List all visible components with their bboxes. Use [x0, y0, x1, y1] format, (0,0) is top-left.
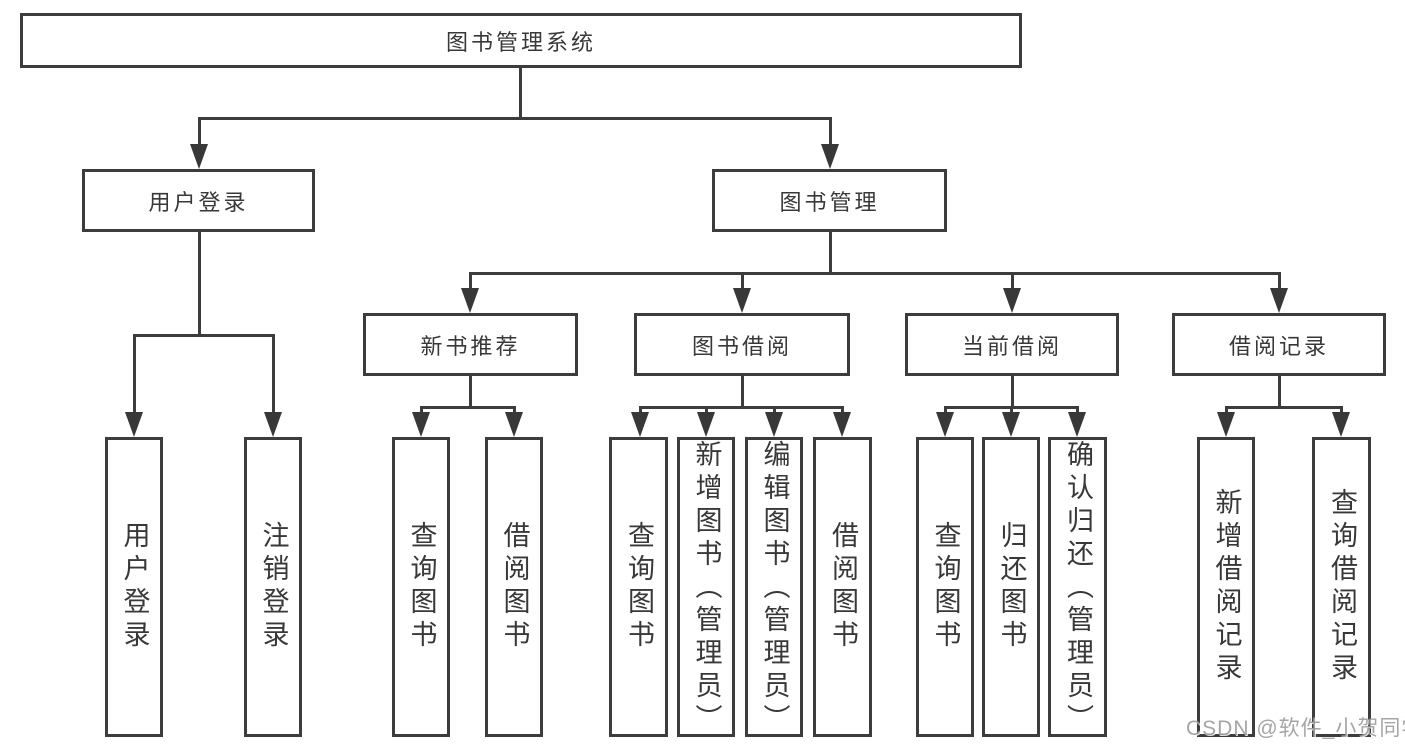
- connector-line: [468, 376, 472, 407]
- connector-line: [271, 335, 275, 414]
- connector-line: [197, 116, 832, 120]
- leaf-recommend-query-book: 查询图书: [392, 437, 450, 737]
- connector-line: [740, 273, 744, 289]
- connector-line: [132, 333, 275, 337]
- leaf-add-borrow-record: 新增借阅记录: [1197, 437, 1255, 737]
- arrow-down-icon: [733, 288, 751, 313]
- arrow-down-icon: [505, 412, 523, 437]
- connector-line: [1075, 407, 1079, 415]
- connector-line: [1339, 407, 1343, 415]
- connector-line: [468, 273, 472, 289]
- connector-line: [943, 407, 947, 415]
- connector-line: [828, 232, 832, 273]
- leaf-add-book-admin: 新增图书（管理员）: [677, 437, 735, 737]
- connector-line: [1009, 407, 1013, 415]
- arrow-down-icon: [1270, 288, 1288, 313]
- connector-line: [840, 407, 844, 415]
- node-borrow-record: 借阅记录: [1172, 313, 1386, 376]
- connector-line: [772, 407, 776, 415]
- node-book-management: 图书管理: [712, 169, 947, 232]
- arrow-down-icon: [1217, 412, 1235, 437]
- arrow-down-icon: [833, 412, 851, 437]
- leaf-edit-book-admin: 编辑图书（管理员）: [745, 437, 803, 737]
- connector-line: [197, 232, 201, 335]
- arrow-down-icon: [765, 412, 783, 437]
- leaf-query-borrow-record: 查询借阅记录: [1312, 437, 1371, 737]
- arrow-down-icon: [697, 412, 715, 437]
- connector-line: [197, 118, 201, 146]
- connector-line: [1224, 407, 1228, 415]
- leaf-confirm-return-admin: 确认归还（管理员）: [1048, 437, 1107, 737]
- arrow-down-icon: [936, 412, 954, 437]
- connector-line: [419, 405, 516, 409]
- node-new-book-recommend: 新书推荐: [363, 313, 578, 376]
- connector-line: [1277, 273, 1281, 289]
- connector-line: [518, 68, 522, 118]
- connector-line: [704, 407, 708, 415]
- connector-line: [1010, 376, 1014, 407]
- leaf-user-login: 用户登录: [105, 437, 163, 737]
- connector-line: [828, 118, 832, 146]
- leaf-borrow-query-book: 查询图书: [609, 437, 668, 737]
- connector-line: [132, 335, 136, 414]
- connector-line: [468, 271, 1281, 275]
- arrow-down-icon: [821, 144, 839, 169]
- leaf-logout: 注销登录: [244, 437, 302, 737]
- leaf-borrow-book: 借阅图书: [813, 437, 872, 737]
- csdn-watermark: CSDN @软件_小贺同学: [1186, 717, 1405, 740]
- arrow-down-icon: [1332, 412, 1350, 437]
- leaf-return-book: 归还图书: [982, 437, 1040, 737]
- node-current-borrow: 当前借阅: [905, 313, 1119, 376]
- arrow-down-icon: [412, 412, 430, 437]
- arrow-down-icon: [461, 288, 479, 313]
- node-user-login: 用户登录: [82, 169, 315, 232]
- connector-line: [638, 405, 844, 409]
- connector-line: [740, 376, 744, 407]
- connector-line: [1010, 273, 1014, 289]
- connector-line: [1224, 405, 1343, 409]
- arrow-down-icon: [125, 412, 143, 437]
- node-book-borrow: 图书借阅: [634, 313, 850, 376]
- node-library-system: 图书管理系统: [20, 13, 1022, 68]
- arrow-down-icon: [631, 412, 649, 437]
- arrow-down-icon: [190, 144, 208, 169]
- arrow-down-icon: [1003, 288, 1021, 313]
- leaf-recommend-borrow-book: 借阅图书: [485, 437, 543, 737]
- leaf-current-query-book: 查询图书: [916, 437, 974, 737]
- arrow-down-icon: [1002, 412, 1020, 437]
- arrow-down-icon: [264, 412, 282, 437]
- connector-line: [419, 407, 423, 415]
- connector-line: [512, 407, 516, 415]
- connector-line: [638, 407, 642, 415]
- arrow-down-icon: [1068, 412, 1086, 437]
- connector-line: [1277, 376, 1281, 407]
